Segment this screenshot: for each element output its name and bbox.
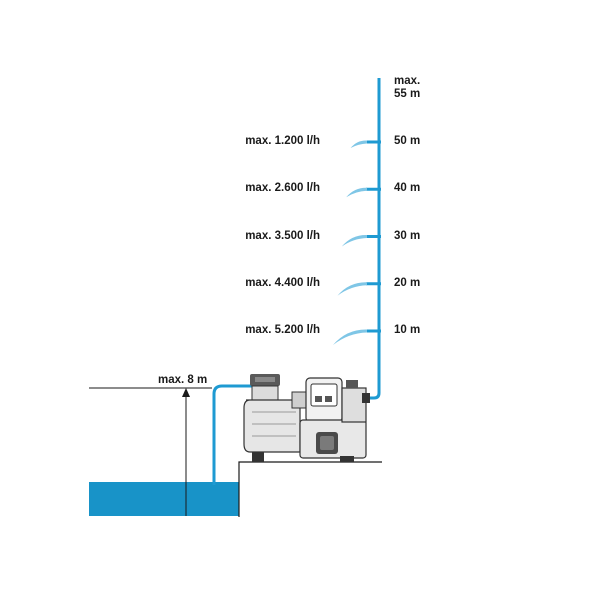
head-label-10m: 10 m [394,324,421,336]
pump-motor-housing [243,399,301,453]
ground-ledge [238,461,382,517]
suction-height-label: max. 8 m [158,374,208,386]
water-sprays [333,140,367,345]
suction-pipe [212,384,252,485]
discharge-pipe [366,78,381,400]
pump [243,374,370,462]
pump-display [310,383,338,407]
head-label-50m: 50 m [394,135,421,147]
flow-label-10m: max. 5.200 l/h [245,324,320,336]
flow-label-40m: max. 2.600 l/h [245,182,320,195]
head-label-20m: 20 m [394,276,421,289]
flow-label-50m: max. 1.200 l/h [245,135,320,147]
water-spray-20m [337,282,367,296]
head-level-ticks [366,140,381,333]
water-spray-50m [350,140,367,148]
flow-label-20m: max. 4.400 l/h [245,276,320,289]
head-label-30m: 30 m [394,229,421,242]
suction-arrow-head [182,388,190,397]
max-head-label: max. 55 m [394,75,420,101]
max-head-label-line2: 55 m [394,88,421,100]
head-label-40m: 40 m [394,182,421,195]
water-spray-10m [333,329,367,345]
water-reservoir [89,482,239,516]
water-spray-30m [341,234,367,247]
flow-label-30m: max. 3.500 l/h [245,229,320,242]
max-head-label-line1: max. [394,75,421,87]
water-spray-40m [346,187,367,198]
